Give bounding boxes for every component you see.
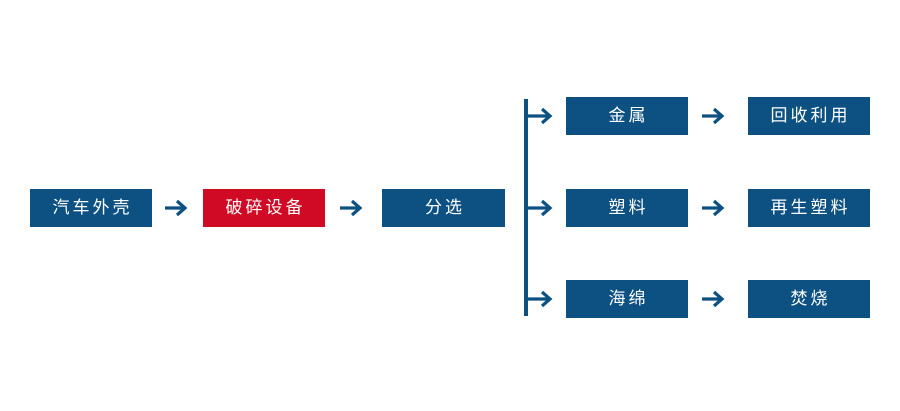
arrow-right-icon-crusher-to-sorting [338,197,368,219]
vertical-bus-line [524,99,528,316]
arrow-right-icon-sponge-to-incineration [700,288,730,310]
arrow-right-icon-plastic-to-recycled [700,197,730,219]
arrow-right-icon-metal-to-reuse [700,105,730,127]
node-sorting[interactable]: 分选 [382,189,505,227]
node-sponge[interactable]: 海绵 [566,280,688,318]
arrow-right-icon-branch-metal [528,105,558,127]
node-plastic[interactable]: 塑料 [566,189,688,227]
node-recycled-plastic[interactable]: 再生塑料 [748,189,870,227]
arrow-right-icon-branch-sponge [528,288,558,310]
node-recycling-reuse[interactable]: 回收利用 [748,97,870,135]
node-metal[interactable]: 金属 [566,97,688,135]
arrow-right-icon-car-to-crusher [163,197,193,219]
node-crusher-equipment[interactable]: 破碎设备 [203,189,325,227]
node-car-shell[interactable]: 汽车外壳 [30,189,152,227]
node-incineration[interactable]: 焚烧 [748,280,870,318]
arrow-right-icon-branch-plastic [528,197,558,219]
